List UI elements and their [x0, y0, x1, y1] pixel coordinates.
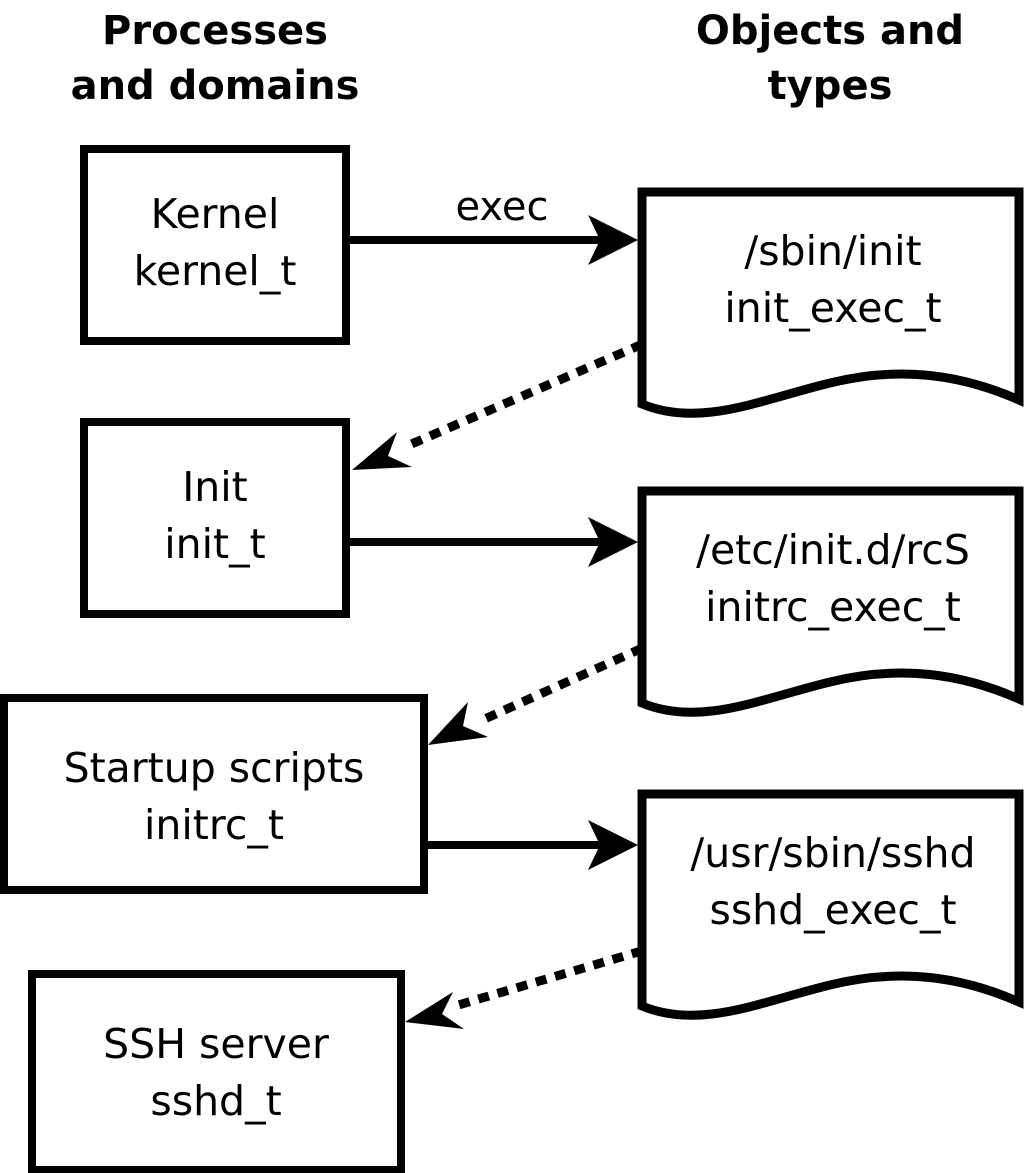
process-node-kernel-box[interactable] [80, 145, 350, 345]
column-header-processes-line2: and domains [71, 63, 360, 109]
process-node-kernel-name: Kernel [151, 190, 280, 238]
object-node-initrc-exec[interactable]: /etc/init.d/rcS initrc_exec_t [637, 486, 1024, 717]
column-header-objects-line1: Objects and [696, 8, 964, 54]
process-node-initrc-box[interactable] [0, 694, 428, 894]
column-header-processes-line1: Processes [102, 8, 328, 54]
column-header-objects: Objects and types [696, 8, 964, 109]
object-node-sshd-exec[interactable]: /usr/sbin/sshd sshd_exec_t [637, 789, 1024, 1020]
object-node-initrc-exec-shape[interactable] [637, 486, 1024, 717]
process-node-initrc[interactable]: Startup scripts initrc_t [0, 694, 428, 894]
edge-initrc-exec-sshd [428, 820, 638, 870]
object-node-sshd-exec-path: /usr/sbin/sshd [690, 829, 975, 877]
process-node-kernel-type: kernel_t [134, 247, 297, 295]
process-node-initrc-type: initrc_t [144, 801, 284, 849]
edge-initrcexec-to-initrc [428, 644, 644, 745]
process-node-init-name: Init [182, 463, 248, 511]
column-header-processes: Processes and domains [71, 8, 360, 109]
object-node-initrc-exec-path: /etc/init.d/rcS [696, 526, 970, 574]
process-node-init-type: init_t [164, 520, 265, 568]
edge-initrcexec-to-initrc-arrowhead [428, 702, 488, 745]
process-node-kernel[interactable]: Kernel kernel_t [80, 145, 350, 345]
edge-sshdexec-to-sshd-arrowhead [405, 992, 464, 1029]
object-node-init-exec-shape[interactable] [637, 187, 1024, 418]
edge-initexec-to-init-line [394, 340, 644, 455]
object-node-initrc-exec-type: initrc_exec_t [705, 583, 961, 631]
object-node-init-exec-path: /sbin/init [744, 227, 921, 275]
process-node-init-box[interactable] [80, 418, 350, 618]
edge-sshdexec-to-sshd [405, 946, 644, 1029]
edge-kernel-exec-init-arrowhead [588, 215, 638, 265]
edge-initexec-to-init-arrowhead [352, 432, 412, 470]
process-node-sshd-box[interactable] [28, 970, 405, 1173]
column-header-objects-line2: types [768, 63, 893, 109]
edge-initrcexec-to-initrc-line [472, 644, 644, 728]
object-node-init-exec-type: init_exec_t [724, 284, 941, 332]
object-node-sshd-exec-shape[interactable] [637, 789, 1024, 1020]
process-node-sshd-name: SSH server [103, 1020, 329, 1068]
edge-label-exec: exec [456, 184, 549, 230]
process-node-sshd[interactable]: SSH server sshd_t [28, 970, 405, 1173]
object-node-init-exec[interactable]: /sbin/init init_exec_t [637, 187, 1024, 418]
object-node-sshd-exec-type: sshd_exec_t [709, 886, 956, 934]
process-node-init[interactable]: Init init_t [80, 418, 350, 618]
edge-init-exec-initrc-arrowhead [588, 517, 638, 567]
edge-init-exec-initrc [350, 517, 638, 567]
edge-sshdexec-to-sshd-line [449, 946, 644, 1012]
edge-initrc-exec-sshd-arrowhead [588, 820, 638, 870]
edge-kernel-exec-init: exec [350, 184, 638, 265]
process-node-sshd-type: sshd_t [150, 1077, 281, 1125]
process-node-initrc-name: Startup scripts [64, 744, 365, 792]
edge-initexec-to-init [352, 340, 644, 470]
